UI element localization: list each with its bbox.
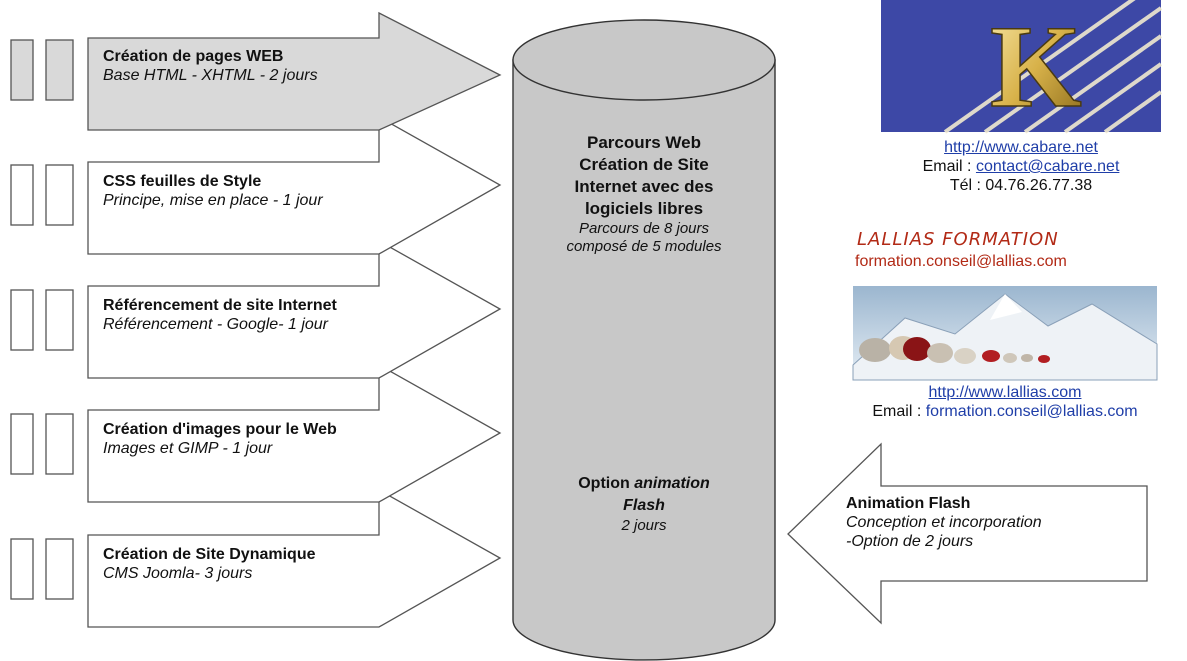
flash-subtitle-1: Conception et incorporation xyxy=(846,514,1042,532)
cylinder-subtitle-line: composé de 5 modules xyxy=(566,238,722,255)
module-arrow-5 xyxy=(87,488,502,628)
module-arrow-1 xyxy=(87,11,502,131)
module-3: Référencement de site Internet Référence… xyxy=(103,296,337,334)
cylinder-title: Parcours Web Création de Site Internet a… xyxy=(523,132,765,256)
option-animation: animation xyxy=(634,475,710,492)
flash-option-arrow xyxy=(787,442,1148,625)
module-subtitle: Référencement - Google- 1 jour xyxy=(103,316,328,334)
module-markers xyxy=(10,39,74,600)
lallias-url-link[interactable]: http://www.lallias.com xyxy=(928,384,1082,401)
module-subtitle: Principe, mise en place - 1 jour xyxy=(103,192,323,210)
flash-title: Animation Flash xyxy=(846,495,971,512)
flash-option: Animation Flash Conception et incorporat… xyxy=(846,494,1042,552)
cabare-email-link[interactable]: contact@cabare.net xyxy=(975,158,1120,175)
module-title: Création de pages WEB xyxy=(103,48,284,65)
module-4: Création d'images pour le Web Images et … xyxy=(103,420,337,458)
module-5: Création de Site Dynamique CMS Joomla- 3… xyxy=(103,545,316,583)
lallias-mountain-image xyxy=(852,286,1158,381)
cabare-phone: Tél : 04.76.26.77.38 xyxy=(949,177,1093,194)
lallias-logo: LALLIAS FORMATION formation.conseil@lall… xyxy=(847,229,1157,271)
lallias-email-label: Email : xyxy=(872,403,922,420)
module-arrow-4 xyxy=(87,363,502,503)
module-title: Création d'images pour le Web xyxy=(103,421,337,438)
cabare-contact: http://www.cabare.net Email : contact@ca… xyxy=(861,138,1181,195)
cylinder-title-line: Internet avec des xyxy=(574,177,714,196)
option-flash: Flash xyxy=(623,497,665,514)
lallias-contact: http://www.lallias.com Email : formation… xyxy=(830,383,1180,421)
module-subtitle: CMS Joomla- 3 jours xyxy=(103,565,253,583)
module-title: CSS feuilles de Style xyxy=(103,173,262,190)
option-prefix: Option xyxy=(578,475,630,492)
cabare-email-label: Email : xyxy=(922,158,972,175)
module-title: Création de Site Dynamique xyxy=(103,546,316,563)
cabare-logo-letter: K xyxy=(990,1,1082,132)
lallias-logo-name: LALLIAS FORMATION xyxy=(857,229,1059,250)
module-2: CSS feuilles de Style Principe, mise en … xyxy=(103,172,323,210)
flash-subtitle-2: -Option de 2 jours xyxy=(846,533,974,551)
option-duration: 2 jours xyxy=(621,517,667,534)
cylinder-title-line: Création de Site xyxy=(579,155,709,174)
module-arrow-2 xyxy=(87,115,502,255)
cabare-logo: K xyxy=(881,0,1163,134)
module-subtitle: Base HTML - XHTML - 2 jours xyxy=(103,67,318,85)
module-arrow-3 xyxy=(87,239,502,379)
cylinder-title-line: logiciels libres xyxy=(584,199,704,218)
cylinder-option: Option animation Flash 2 jours xyxy=(533,473,755,535)
module-1: Création de pages WEB Base HTML - XHTML … xyxy=(103,47,318,85)
lallias-logo-email: formation.conseil@lallias.com xyxy=(855,253,1067,270)
cylinder-title-line: Parcours Web xyxy=(586,133,701,152)
cabare-url-link[interactable]: http://www.cabare.net xyxy=(944,139,1098,156)
module-title: Référencement de site Internet xyxy=(103,297,337,314)
module-subtitle: Images et GIMP - 1 jour xyxy=(103,440,273,458)
course-cylinder xyxy=(512,19,776,661)
cylinder-subtitle-line: Parcours de 8 jours xyxy=(578,220,710,237)
lallias-email[interactable]: formation.conseil@lallias.com xyxy=(925,403,1138,420)
